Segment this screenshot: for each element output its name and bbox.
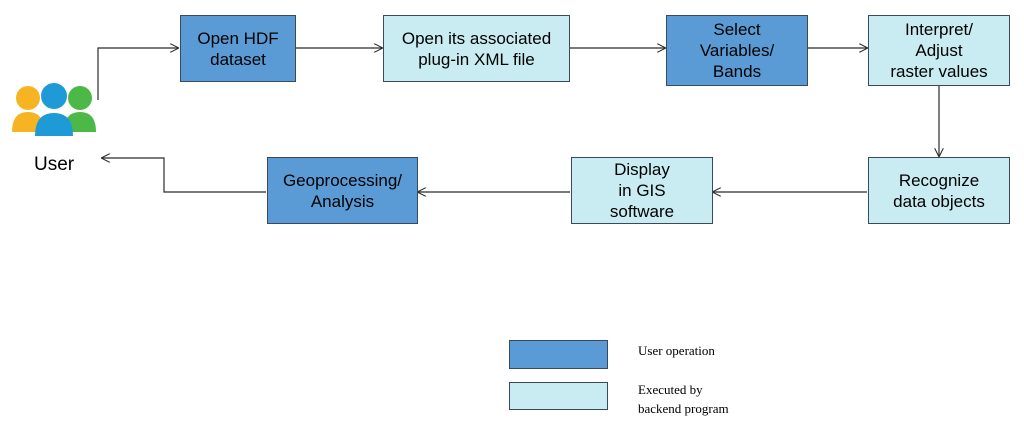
step-interpret-adjust: Interpret/ Adjust raster values <box>868 15 1010 86</box>
step-open-hdf-dataset-text: Open HDF dataset <box>197 28 279 69</box>
step-recognize-objects-text: Recognize data objects <box>893 170 985 211</box>
legend-label-user-operation: User operation <box>638 343 715 358</box>
step-interpret-adjust-text: Interpret/ Adjust raster values <box>890 20 988 81</box>
step-geoprocessing-text: Geoprocessing/ Analysis <box>282 170 403 211</box>
legend-swatch-user-operation <box>509 340 608 369</box>
arrow-user-to-open-hdf <box>97 48 178 100</box>
step-open-xml-file-text: Open its associated plug-in XML file <box>401 28 552 69</box>
step-recognize-objects: Recognize data objects <box>868 157 1010 224</box>
user-group-icon <box>12 83 96 136</box>
step-geoprocessing: Geoprocessing/ Analysis <box>267 157 418 224</box>
step-select-variables: Select Variables/ Bands <box>666 15 808 86</box>
legend-label-backend: Executed by backend program <box>638 382 729 416</box>
legend-swatch-backend <box>509 382 608 410</box>
step-open-xml-file: Open its associated plug-in XML file <box>383 15 570 82</box>
step-open-hdf-dataset: Open HDF dataset <box>180 15 296 82</box>
step-display-gis: Display in GIS software <box>571 157 713 224</box>
user-label: User <box>34 154 75 175</box>
step-select-variables-text: Select Variables/ Bands <box>699 20 775 81</box>
step-display-gis-text: Display in GIS software <box>609 160 675 221</box>
arrow-geoprocessing-to-user <box>102 158 266 193</box>
